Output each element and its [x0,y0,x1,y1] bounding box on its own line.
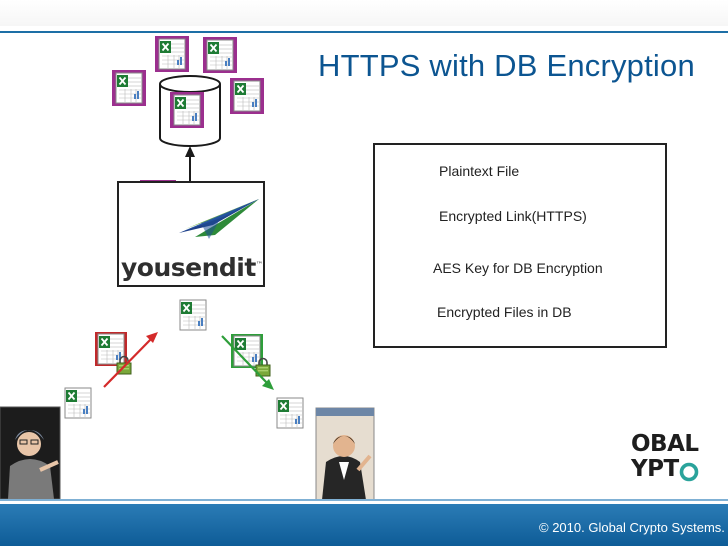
service-name: yousendit [121,253,256,282]
top-band [0,0,728,26]
yousendit-wordmark: yousendit™ [121,253,263,282]
legend-label-encrypted-db: Encrypted Files in DB [437,304,572,320]
footer-bar [0,504,728,546]
copyright-text: © 2010. Global Crypto Systems. [539,520,725,535]
brand-line-2-text: YPT [631,456,679,482]
db-encrypted-file-icon [112,70,146,106]
upload-arrow [103,332,158,388]
slide-title: HTTPS with DB Encryption [318,48,695,83]
legend-box: Plaintext File Encrypted Link(HTTPS) AES… [373,143,667,348]
sender-plaintext-file-icon [64,387,92,419]
upload-encrypted-file-icon [95,332,132,375]
brand-line-2-o: O [679,456,698,482]
db-encrypted-file-icon [170,92,204,128]
server-plaintext-file-icon [179,299,207,331]
yousendit-logo-box: yousendit™ [117,181,265,287]
db-encrypted-file-icon [203,37,237,73]
brand-logo: OBAL YPTO [631,432,699,482]
legend-label-plaintext: Plaintext File [439,163,520,179]
brand-line-2: YPTO [631,457,699,482]
download-encrypted-file-icon [231,334,271,377]
sender-person-icon [0,406,61,500]
brand-line-1: OBAL [631,431,699,457]
db-encrypted-file-icon [155,36,189,72]
bottom-divider [0,499,728,501]
paper-plane-icon [179,199,259,239]
trademark-mark: ™ [255,260,263,269]
top-divider [0,31,728,33]
download-arrow [221,335,274,390]
upload-to-db-arrow [185,146,195,181]
db-encrypted-file-icon [230,78,264,114]
brand-mark-icon [679,462,699,482]
legend-label-aes-key: AES Key for DB Encryption [433,260,603,276]
legend-label-encrypted-link: Encrypted Link(HTTPS) [439,208,587,224]
receiver-plaintext-file-icon [276,397,304,429]
receiver-person-icon [315,407,375,501]
